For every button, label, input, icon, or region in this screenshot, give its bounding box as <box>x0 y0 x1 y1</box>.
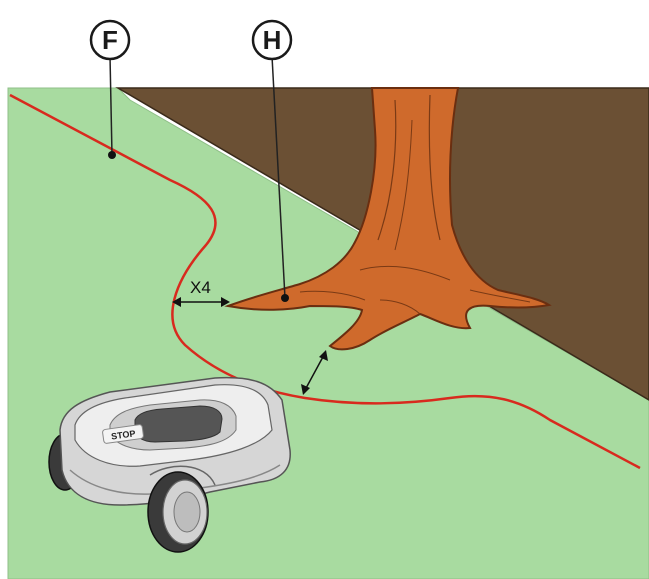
callout-h-circle <box>251 19 293 61</box>
callout-h-label: H <box>263 25 282 55</box>
callout-f-circle <box>89 19 131 61</box>
dimension-root-arrow <box>301 350 328 395</box>
dimension-x4-label: X4 <box>190 278 211 297</box>
mower-display <box>134 405 223 443</box>
callout-f-leader <box>109 55 113 156</box>
callout-f-label: F <box>102 25 118 55</box>
callout-f-dot <box>108 151 116 159</box>
tree-trunk <box>224 87 552 351</box>
mower-wheel-arch <box>149 465 216 486</box>
robotic-mower: STOP <box>48 376 291 553</box>
callout-h-dot <box>281 294 289 302</box>
mower-front-wheel <box>147 471 209 553</box>
dimension-x4-arrow <box>172 297 230 307</box>
mower-stop-button <box>102 424 144 444</box>
mower-stop-label: STOP <box>111 428 136 441</box>
callout-h-leader <box>271 55 286 299</box>
